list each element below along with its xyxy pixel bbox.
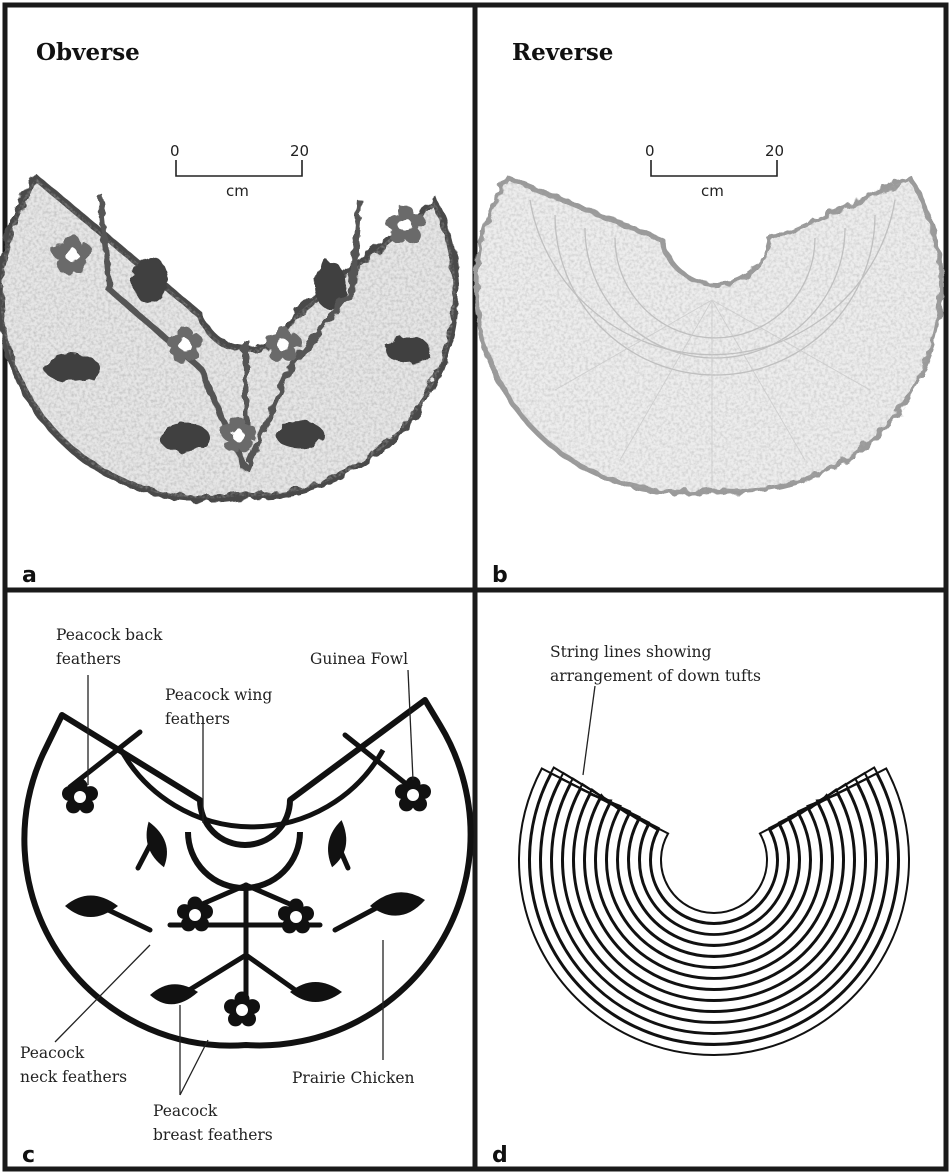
label-peacock-breast-line2: breast feathers xyxy=(153,1126,273,1144)
scale-bar-b-start: 0 xyxy=(645,142,655,160)
panel-d: String lines showing arrangement of down… xyxy=(492,643,909,1168)
label-string-lines-line1: String lines showing xyxy=(550,643,711,661)
leader-lines xyxy=(55,670,413,1095)
panel-b-title: Reverse xyxy=(512,39,613,66)
string-line xyxy=(573,790,855,1002)
leaf-upper-left xyxy=(142,819,171,870)
string-line xyxy=(551,779,877,1023)
panel-c-letter: c xyxy=(22,1143,35,1168)
flower-bottom xyxy=(224,992,260,1027)
scale-bar-a: 0 20 cm xyxy=(170,142,309,200)
string-line xyxy=(552,784,876,1022)
scale-bar-a-unit: cm xyxy=(226,182,249,200)
panel-a-letter: a xyxy=(22,563,37,588)
diagram-c-labels: Peacock back feathers Peacock wing feath… xyxy=(20,626,415,1144)
label-peacock-back-line2: feathers xyxy=(56,650,121,668)
label-peacock-neck-line2: neck feathers xyxy=(20,1068,127,1086)
collar-branches xyxy=(70,732,410,1010)
label-peacock-wing-line1: Peacock wing xyxy=(165,686,272,704)
label-prairie-chicken: Prairie Chicken xyxy=(292,1069,415,1087)
flower-left xyxy=(62,779,98,814)
label-peacock-back-line1: Peacock back xyxy=(56,626,163,644)
string-lines xyxy=(519,768,909,1055)
panel-d-letter: d xyxy=(492,1143,508,1168)
panel-a: Obverse 0 20 cm xyxy=(0,39,455,588)
label-peacock-wing-line2: feathers xyxy=(165,710,230,728)
string-lines-leader xyxy=(583,686,595,775)
label-guinea-fowl: Guinea Fowl xyxy=(310,650,408,668)
leaf-lower-right xyxy=(290,982,342,1002)
scale-bar-a-end: 20 xyxy=(290,142,309,160)
reverse-photo xyxy=(476,178,941,492)
string-line xyxy=(530,774,898,1044)
label-peacock-neck-line1: Peacock xyxy=(20,1044,85,1062)
scale-bar-a-start: 0 xyxy=(170,142,180,160)
leaf-left xyxy=(65,896,118,918)
panel-b: Reverse 0 20 cm b xyxy=(476,39,941,588)
scale-bar-b-end: 20 xyxy=(765,142,784,160)
panel-b-letter: b xyxy=(492,563,508,588)
panel-c: Peacock back feathers Peacock wing feath… xyxy=(20,626,471,1168)
label-peacock-breast-line1: Peacock xyxy=(153,1102,218,1120)
string-line xyxy=(574,794,854,1000)
scale-bar-b-unit: cm xyxy=(701,182,724,200)
panel-a-title: Obverse xyxy=(36,39,140,66)
scale-bar-b: 0 20 cm xyxy=(645,142,784,200)
label-string-lines-line2: arrangement of down tufts xyxy=(550,667,761,685)
leaf-right xyxy=(370,892,425,915)
obverse-photo xyxy=(0,178,455,499)
